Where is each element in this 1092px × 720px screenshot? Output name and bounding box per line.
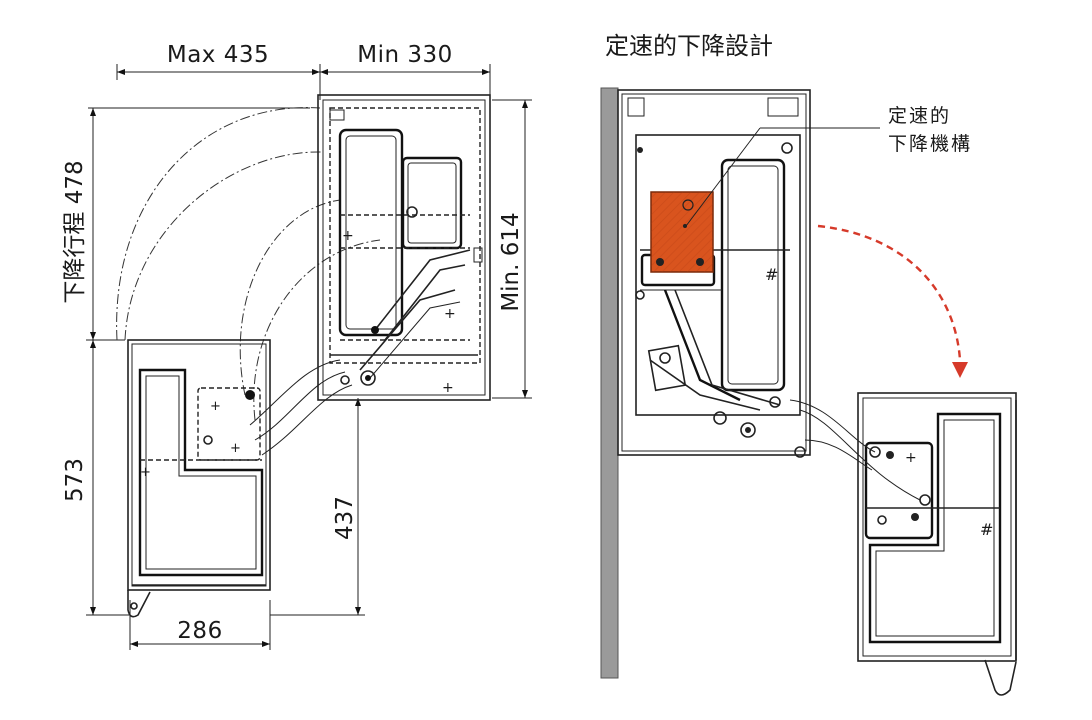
basket-width-label: 286 bbox=[177, 618, 222, 644]
swing-path bbox=[116, 107, 381, 421]
right-diagram: 定速的下降設計 bbox=[600, 32, 1017, 696]
svg-text:+: + bbox=[444, 306, 456, 322]
svg-text:+: + bbox=[342, 228, 354, 244]
mechanism-callout: 定速的 下降機構 bbox=[685, 105, 972, 227]
min-width-label: Min 330 bbox=[357, 42, 453, 68]
motion-arrow bbox=[817, 224, 968, 378]
upper-cabinet: + + + bbox=[317, 94, 491, 401]
dimension-right: Min. 614 bbox=[492, 99, 532, 399]
bottom-offset-label: 437 bbox=[332, 496, 358, 540]
dimension-bottom-offset: 437 bbox=[270, 398, 365, 616]
dimension-left: 下降行程 478 573 bbox=[62, 107, 310, 616]
min-height-label: Min. 614 bbox=[498, 212, 524, 311]
callout-line1: 定速的 bbox=[888, 105, 951, 127]
svg-text:+: + bbox=[905, 450, 917, 466]
travel-label: 下降行程 478 bbox=[62, 160, 88, 303]
callout-line2: 下降機構 bbox=[888, 133, 972, 155]
dimension-top: Max 435 Min 330 bbox=[116, 42, 491, 100]
right-diagram-title: 定速的下降設計 bbox=[605, 32, 773, 60]
svg-text:+: + bbox=[442, 380, 454, 396]
right-lowered-basket: + # bbox=[789, 392, 1017, 696]
wall bbox=[600, 87, 619, 679]
dimension-basket-width: 286 bbox=[129, 600, 271, 650]
svg-text:+: + bbox=[230, 441, 241, 456]
svg-text:+: + bbox=[210, 399, 221, 414]
lowered-basket: + + + bbox=[127, 339, 353, 618]
right-upper-cabinet: # bbox=[617, 89, 811, 458]
svg-text:#: # bbox=[765, 265, 778, 284]
total-height-label: 573 bbox=[62, 458, 88, 502]
svg-text:+: + bbox=[140, 465, 151, 480]
max-width-label: Max 435 bbox=[167, 42, 269, 68]
left-diagram: Max 435 Min 330 下降行程 478 573 Min. 614 bbox=[62, 42, 532, 650]
svg-text:#: # bbox=[980, 520, 993, 539]
